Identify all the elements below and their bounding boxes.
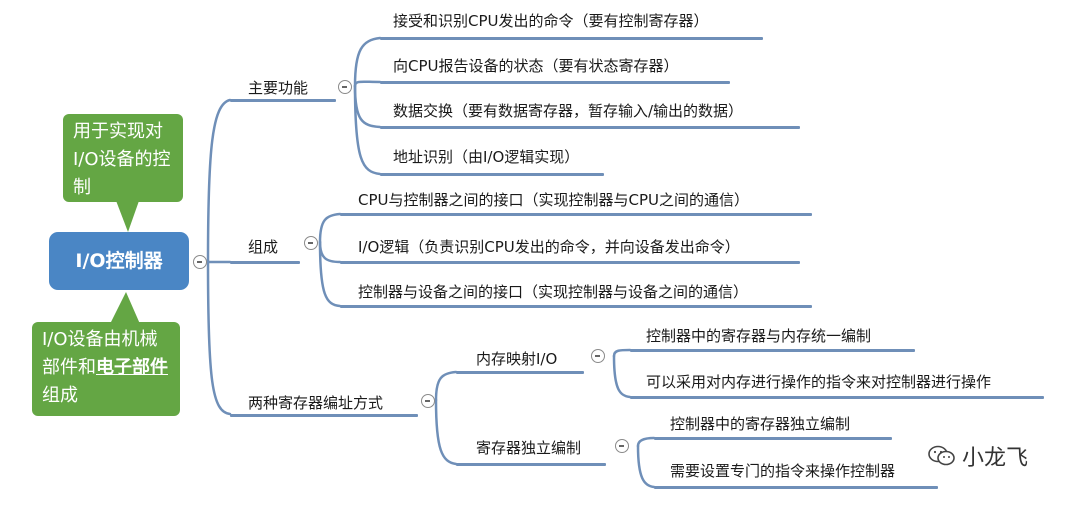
connector-root-main [206,98,232,264]
root-node[interactable]: I/O控制器 [49,232,189,290]
connector-main-1 [353,36,382,88]
addressing-independent-underline [456,463,606,466]
branch-addressing-underline [230,414,418,417]
connector-mmio-1 [612,348,632,358]
composition-item-2[interactable]: I/O逻辑（负责识别CPU发出的命令，并向设备发出命令） [358,238,740,256]
callout-bottom-prefix: I/O设备由机械部件和 [42,329,158,378]
composition-item-1-underline [340,213,812,216]
main-item-1[interactable]: 接受和识别CPU发出的命令（要有控制寄存器） [393,12,709,30]
connector-root-addressing [206,260,232,416]
composition-item-3-underline [340,305,812,308]
addressing-mmio[interactable]: 内存映射I/O [476,350,558,368]
collapse-independent-icon[interactable] [615,439,629,453]
independent-item-2[interactable]: 需要设置专门的指令来操作控制器 [670,462,896,480]
collapse-composition-icon[interactable] [304,236,318,250]
connector-addr-2 [434,398,458,466]
collapse-main-icon[interactable] [338,80,352,94]
composition-item-2-underline [340,261,800,264]
mmio-item-2[interactable]: 可以采用对内存进行操作的指令来对控制器进行操作 [646,373,992,391]
connector-compose-2 [318,240,342,264]
main-item-3-underline [380,126,800,129]
connector-compose-1 [318,212,342,244]
callout-bottom-tail [110,292,140,324]
callout-bottom: I/O设备由机械部件和电子部件组成 [32,322,180,416]
callout-bottom-suffix: 组成 [42,385,78,406]
connector-indep-1 [636,436,656,448]
connector-compose-3 [318,240,342,308]
branch-addressing[interactable]: 两种寄存器编址方式 [248,394,384,412]
connector-main-4 [353,84,382,176]
branch-main-underline [230,99,336,102]
independent-item-2-underline [654,486,938,489]
mmio-item-1[interactable]: 控制器中的寄存器与内存统一编制 [646,327,872,345]
wechat-icon [928,445,955,466]
callout-top-tail [115,198,140,232]
independent-item-1[interactable]: 控制器中的寄存器独立编制 [670,415,851,433]
collapse-mmio-icon[interactable] [591,349,605,363]
mmio-item-1-underline [630,349,915,352]
composition-item-1[interactable]: CPU与控制器之间的接口（实现控制器与CPU之间的通信） [358,191,749,209]
main-item-3[interactable]: 数据交换（要有数据寄存器，暂存输入/输出的数据） [393,102,744,120]
composition-item-3[interactable]: 控制器与设备之间的接口（实现控制器与设备之间的通信） [358,283,749,301]
main-item-2-underline [380,81,730,84]
branch-composition[interactable]: 组成 [248,238,279,256]
connector-indep-2 [636,444,656,489]
connector-main-3 [353,84,382,129]
branch-composition-underline [230,261,300,264]
collapse-addressing-icon[interactable] [421,394,435,408]
independent-item-1-underline [654,437,892,440]
collapse-root-icon[interactable] [193,255,207,269]
main-item-4[interactable]: 地址识别（由I/O逻辑实现） [393,148,580,166]
addressing-mmio-underline [456,371,584,374]
watermark: 小龙飞 [962,440,1028,472]
main-item-1-underline [380,37,763,40]
main-item-4-underline [380,173,604,176]
addressing-independent[interactable]: 寄存器独立编制 [476,439,582,457]
connector-mmio-2 [612,354,632,399]
connector-main-2 [353,80,382,88]
branch-main-functions[interactable]: 主要功能 [248,79,309,97]
callout-top-text: 用于实现对I/O设备的控制 [73,121,171,198]
callout-bottom-underlined: 电子部件 [96,357,168,378]
main-item-2[interactable]: 向CPU报告设备的状态（要有状态寄存器） [393,57,679,75]
mmio-item-2-underline [630,396,1044,399]
callout-top: 用于实现对I/O设备的控制 [63,114,183,202]
watermark-text: 小龙飞 [962,446,1029,471]
connector-addr-1 [434,370,458,402]
